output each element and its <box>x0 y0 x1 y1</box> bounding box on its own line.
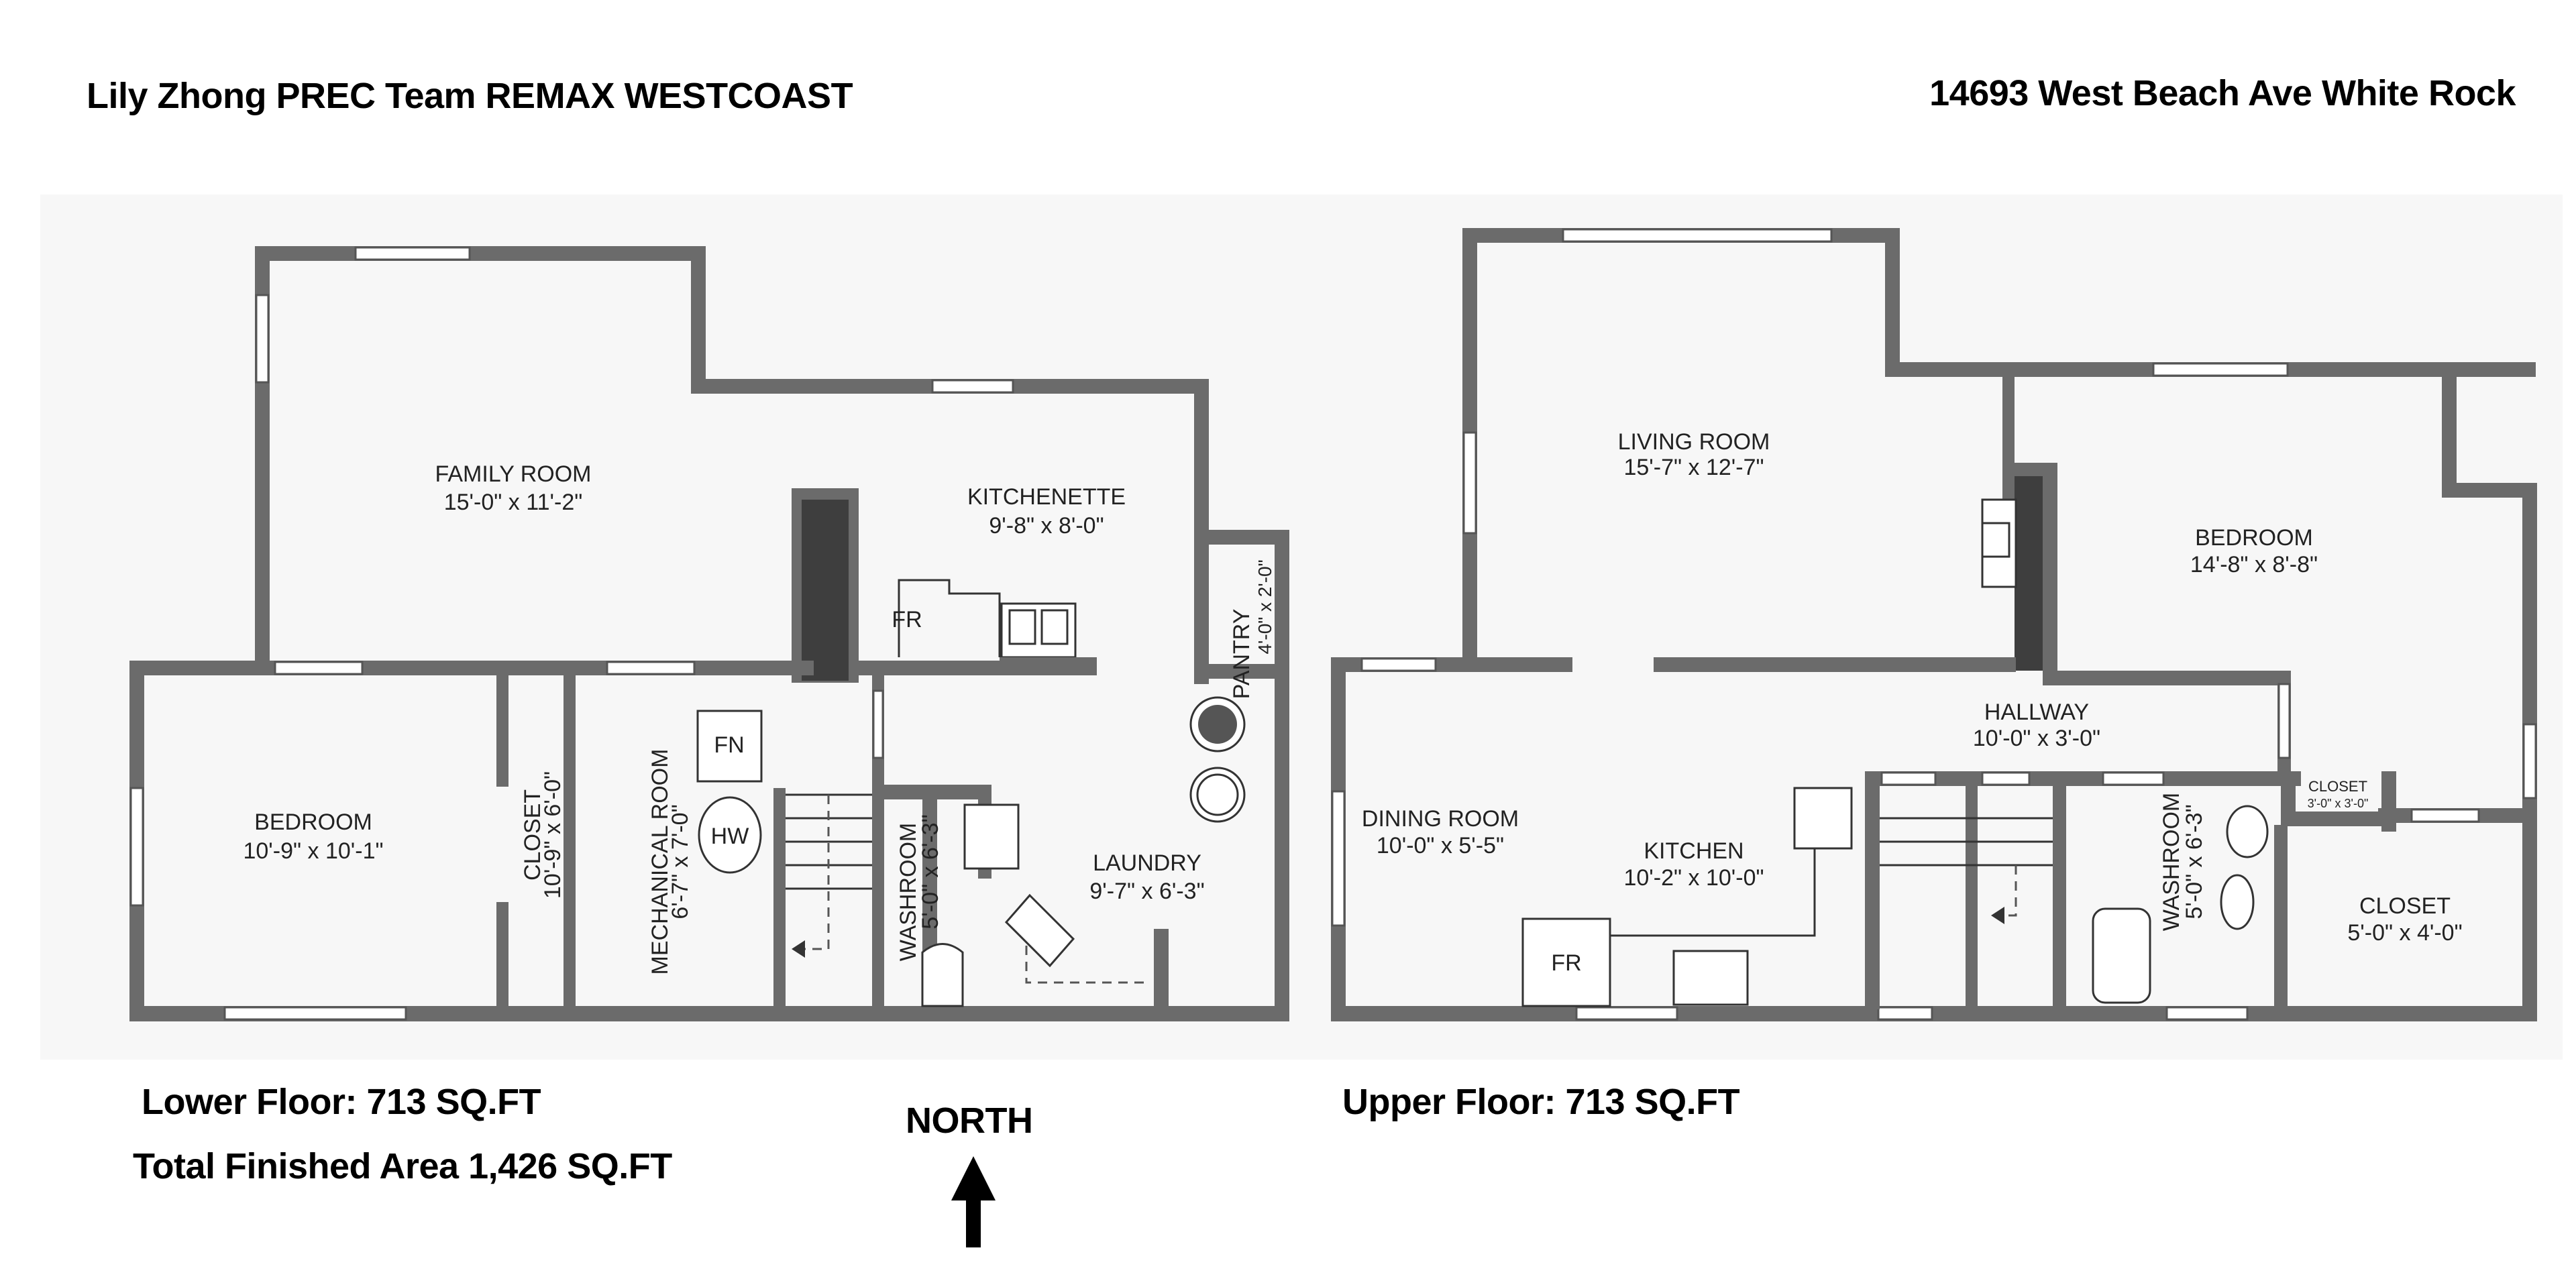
room-dims: 10'-0" x 5'-5" <box>1377 833 1504 858</box>
property-address: 14693 West Beach Ave White Rock <box>1929 73 2516 113</box>
door <box>872 689 884 759</box>
stairs <box>786 793 872 958</box>
room-name: LIVING ROOM <box>1618 429 1770 455</box>
lower-floor-area: Lower Floor: 713 SQ.FT <box>142 1082 541 1122</box>
sink-icon <box>1672 950 1749 1006</box>
fixture-fridge: FR <box>1551 950 1581 976</box>
bathtub-icon <box>2092 907 2151 1004</box>
window <box>1981 771 2031 786</box>
window <box>1880 771 1937 786</box>
room-dims: 10'-9" x 10'-1" <box>243 838 383 864</box>
window <box>931 379 1014 394</box>
toilet-icon <box>2226 805 2269 858</box>
window <box>1562 228 1833 243</box>
room-name: KITCHEN <box>1644 838 1743 864</box>
room-name: BEDROOM <box>2195 525 2313 551</box>
chimney <box>802 500 849 681</box>
agent-title: Lily Zhong PREC Team REMAX WESTCOAST <box>87 76 853 116</box>
window <box>1360 657 1437 672</box>
room-name: PANTRY <box>1229 609 1254 700</box>
room-name: FAMILY ROOM <box>435 461 591 487</box>
window <box>1575 1006 1678 1021</box>
room-name: CLOSET <box>2308 778 2367 795</box>
room-dims: 14'-8" x 8'-8" <box>2190 552 2318 577</box>
room-dims: 10'-0" x 3'-0" <box>1973 726 2100 751</box>
window <box>354 246 471 261</box>
room-name: CLOSET <box>520 789 545 881</box>
room-dims: 5'-0" x 6'-3" <box>918 814 943 929</box>
fixture-fridge: FR <box>892 607 922 632</box>
room-dims: 10'-2" x 10'-0" <box>1623 865 1764 891</box>
sink-icon <box>2220 874 2255 930</box>
window <box>606 661 696 675</box>
room-dims: 4'-0" x 2'-0" <box>1254 559 1275 654</box>
plan-backdrop <box>40 194 2563 1060</box>
room-name: LAUNDRY <box>1093 850 1201 876</box>
window <box>1877 1006 1933 1021</box>
fixture-furnace: FN <box>714 732 744 758</box>
north-arrow-icon <box>951 1156 996 1247</box>
room-name: CLOSET <box>2359 893 2451 919</box>
room-dims: 3'-0" x 3'-0" <box>2308 797 2369 810</box>
fixture-hot-water: HW <box>711 824 749 849</box>
room-name: WASHROOM <box>896 823 921 962</box>
window <box>2152 362 2289 377</box>
room-name: BEDROOM <box>254 809 372 835</box>
window <box>129 787 144 907</box>
window <box>1462 431 1477 535</box>
stove-icon <box>1793 787 1853 850</box>
room-name: HALLWAY <box>1984 700 2089 725</box>
room-name: MECHANICAL ROOM <box>647 749 673 975</box>
room-dims: 5'-0" x 6'-3" <box>2182 804 2207 919</box>
window <box>2522 723 2537 799</box>
window <box>2102 771 2165 786</box>
window <box>2165 1006 2249 1021</box>
furnace <box>696 710 763 783</box>
room-dims: 5'-0" x 4'-0" <box>2347 920 2462 946</box>
window <box>2410 808 2480 823</box>
window <box>274 661 364 675</box>
toilet-icon <box>921 943 964 1007</box>
upper-floor-area: Upper Floor: 713 SQ.FT <box>1342 1082 1740 1122</box>
laundry-sink <box>1004 893 1075 968</box>
room-dims: 15'-0" x 11'-2" <box>444 490 583 515</box>
room-dims: 10'-9" x 6'-0" <box>540 771 566 899</box>
door <box>2277 683 2291 759</box>
room-dims: 9'-7" x 6'-3" <box>1089 879 1204 904</box>
stairs <box>1880 817 2053 924</box>
upper-floor-plan: FR <box>1331 228 2537 1021</box>
window <box>1331 790 1346 927</box>
room-dims: 6'-7" x 7'-0" <box>667 804 693 919</box>
sink-icon <box>963 803 1020 870</box>
window <box>255 294 270 384</box>
room-dims: 15'-7" x 12'-7" <box>1623 455 1764 480</box>
chimney <box>2015 476 2043 671</box>
room-name: WASHROOM <box>2159 793 2184 932</box>
lower-floor-plan: FR FN HW <box>129 246 1289 1021</box>
north-label: NORTH <box>906 1101 1033 1141</box>
room-name: KITCHENETTE <box>967 484 1126 510</box>
room-dims: 9'-8" x 8'-0" <box>989 513 1104 539</box>
fridge <box>1521 917 1611 1007</box>
window <box>223 1006 407 1021</box>
room-name: DINING ROOM <box>1362 806 1519 832</box>
total-area: Total Finished Area 1,426 SQ.FT <box>133 1146 672 1186</box>
hot-water-tank <box>698 796 762 874</box>
